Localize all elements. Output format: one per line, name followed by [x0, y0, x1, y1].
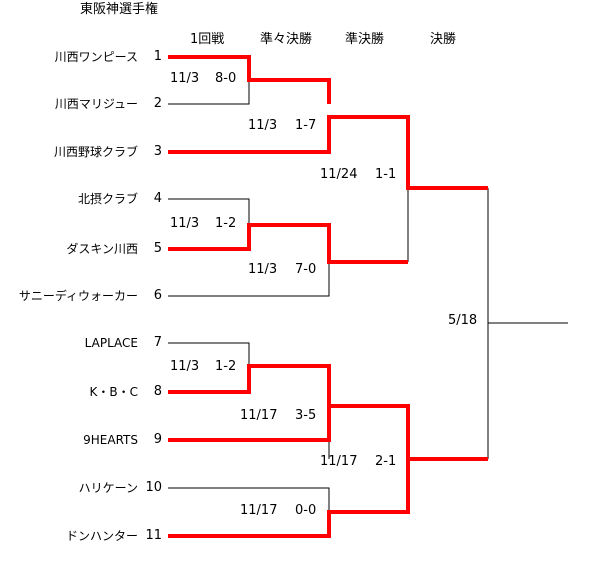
team-name: サニーディウォーカー: [18, 289, 138, 303]
match-score: 2-1: [375, 454, 397, 469]
round-header-1: 1回戦: [190, 32, 225, 47]
team-seed: 8: [153, 384, 162, 399]
team-name: 川西野球クラブ: [53, 145, 138, 159]
match-score: 1-7: [295, 118, 317, 133]
match-date: 11/17: [240, 503, 278, 518]
team-seed: 5: [153, 241, 162, 256]
team-seed: 7: [153, 335, 162, 350]
match-score: 1-2: [215, 359, 237, 374]
match-date: 11/3: [170, 216, 200, 231]
win-line-team-8: [168, 364, 488, 461]
team-name: LAPLACE: [84, 336, 138, 350]
line-team-4: [168, 198, 250, 225]
match-score: 0-0: [295, 503, 317, 518]
final-date: 5/18: [448, 313, 478, 328]
win-line-team-9: [168, 406, 331, 442]
match-score: 1-2: [215, 216, 237, 231]
team-seed: 2: [153, 96, 162, 111]
team-name: 北摂クラブ: [77, 192, 138, 206]
match-score: 1-1: [375, 167, 397, 182]
team-seed: 11: [145, 528, 162, 543]
line-team-10: [168, 487, 330, 512]
team-seed: 6: [153, 288, 162, 303]
win-line-team-11: [168, 459, 410, 538]
line-team-2: [168, 80, 250, 105]
match-score: 8-0: [215, 71, 237, 86]
match-date: 11/3: [170, 71, 200, 86]
team-name: ドンハンター: [65, 529, 138, 543]
tournament-title: 東阪神選手権: [80, 2, 159, 17]
team-name: ダスキン川西: [66, 242, 138, 256]
match-date: 11/17: [240, 408, 278, 423]
team-seed: 10: [145, 480, 162, 495]
team-seed: 4: [153, 191, 162, 206]
team-name: 川西ワンピース: [54, 50, 138, 64]
match-score: 3-5: [295, 408, 317, 423]
round-header-final: 決勝: [430, 32, 457, 47]
team-seed: 1: [153, 49, 162, 64]
team-name: ハリケーン: [78, 481, 138, 495]
team-name: K・B・C: [89, 385, 138, 399]
bracket-lines: [168, 80, 568, 512]
match-score: 7-0: [295, 262, 317, 277]
team-seed: 9: [153, 432, 162, 447]
win-line-team-5: [168, 223, 408, 264]
round-header-quarterfinal: 準々決勝: [260, 32, 313, 47]
win-line-team-3: [168, 115, 488, 190]
match-date: 11/3: [170, 359, 200, 374]
team-name: 9HEARTS: [83, 433, 138, 447]
match-date: 11/3: [248, 262, 278, 277]
team-seed: 3: [153, 144, 162, 159]
match-date: 11/3: [248, 118, 278, 133]
match-date: 11/24: [320, 167, 358, 182]
team-name: 川西マリジュー: [54, 97, 138, 111]
winner-lines: [168, 55, 488, 538]
line-team-7: [168, 342, 250, 366]
line-team-6: [168, 262, 330, 297]
round-header-semifinal: 準決勝: [345, 32, 385, 47]
win-line-team-1: [168, 55, 331, 104]
match-date: 11/17: [320, 454, 358, 469]
